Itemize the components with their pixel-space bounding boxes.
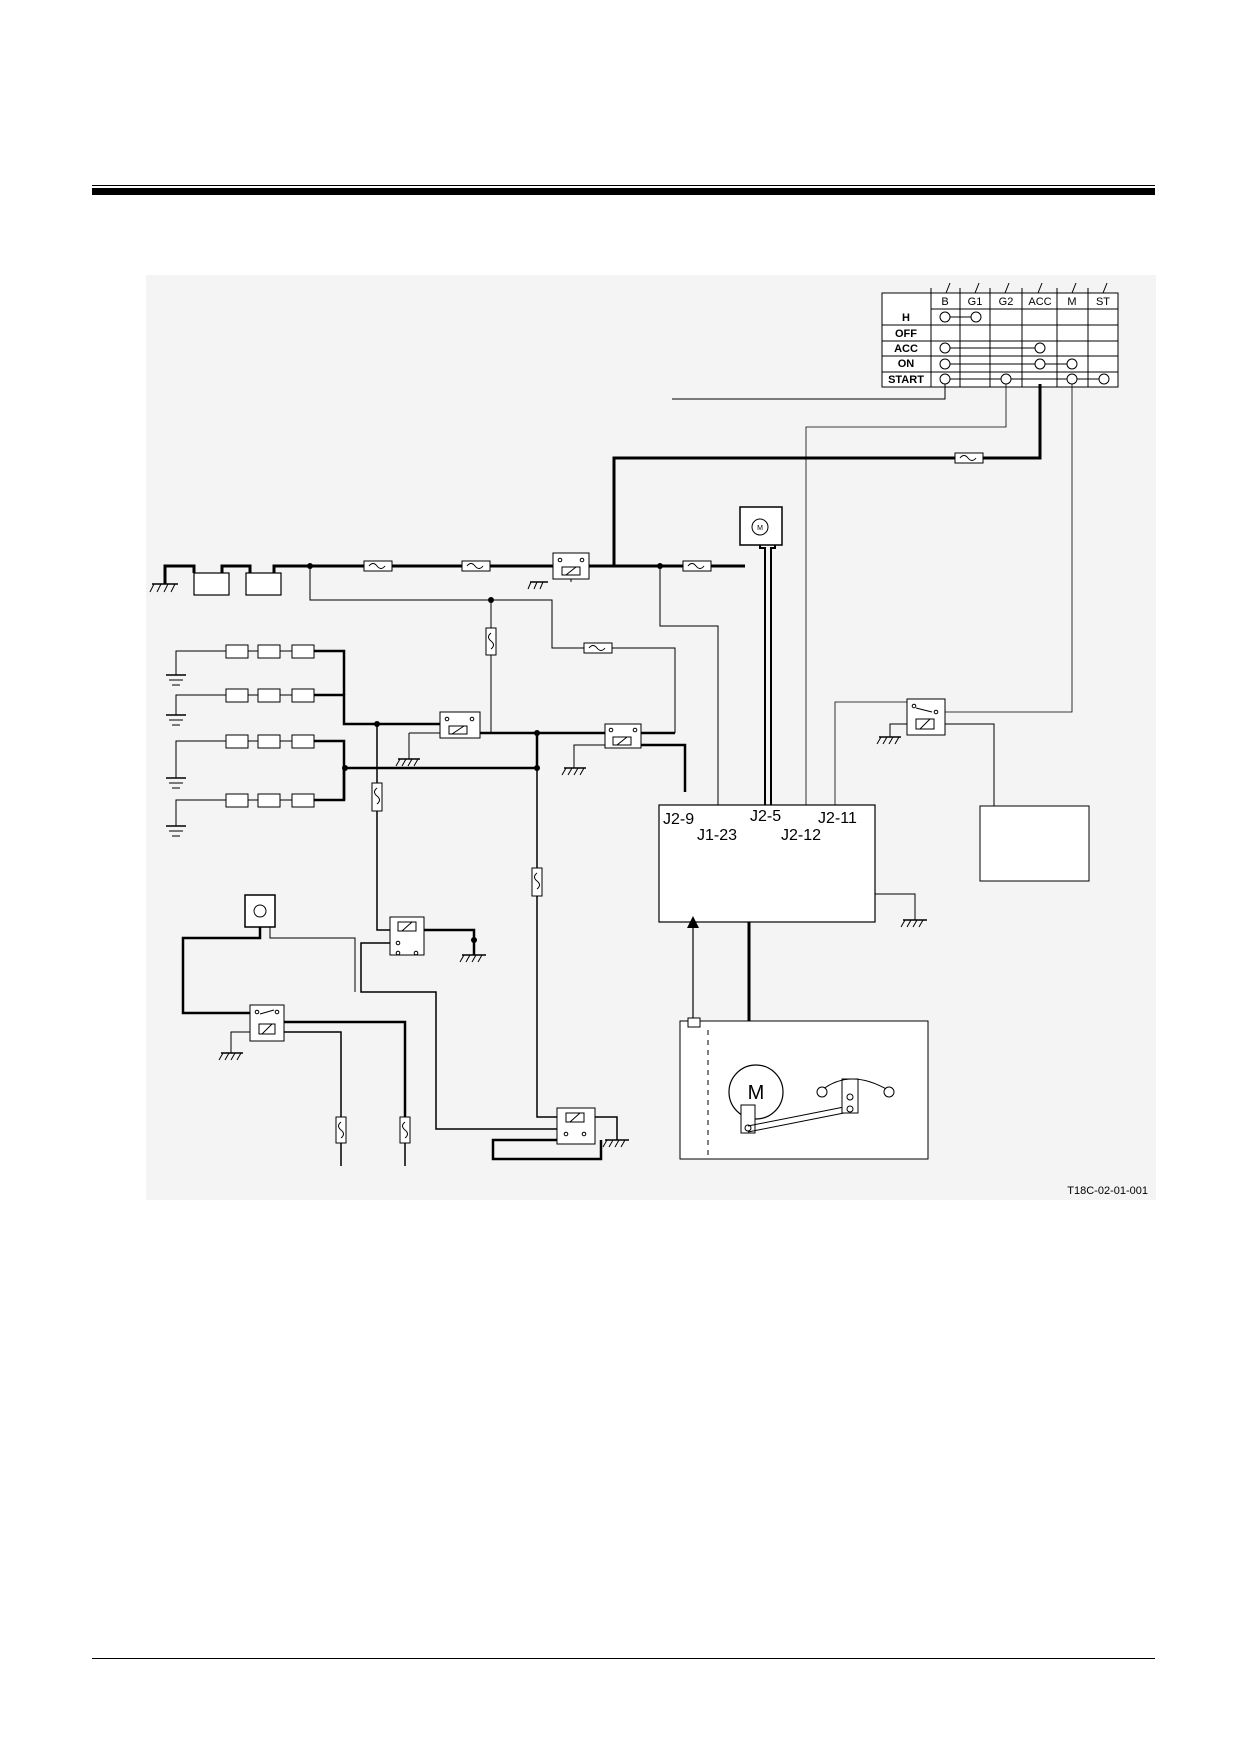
col-b: B	[941, 296, 948, 308]
footer-rule	[92, 1658, 1155, 1659]
pin-j2-12: J2-12	[781, 827, 821, 844]
switch-table-row-labels: H OFF ACC ON START	[888, 312, 924, 386]
col-g2: G2	[999, 296, 1014, 308]
row-on: ON	[898, 358, 915, 370]
lower-relay	[491, 1107, 629, 1161]
switch-table-column-labels: B G1 G2 ACC M ST	[941, 296, 1110, 308]
branch-fuses	[485, 627, 613, 656]
lower-left-circuit	[181, 894, 411, 1166]
battery-group	[149, 564, 310, 596]
branch-wires	[309, 545, 776, 805]
pin-j2-5: J2-5	[750, 808, 781, 825]
lamp-groups	[166, 644, 537, 837]
row-h: H	[902, 312, 910, 324]
work-light-relay	[360, 916, 557, 1130]
pin-j2-9: J2-9	[663, 811, 694, 828]
header-rule-thin	[92, 185, 1155, 186]
row-start: START	[888, 374, 924, 386]
switch-contacts	[939, 311, 1110, 385]
main-relay	[527, 552, 590, 590]
switch-output-wires	[612, 384, 1073, 805]
controller-pin-labels: J2-9 J2-5 J2-11 J1-23 J2-12	[663, 808, 857, 844]
light-relays	[395, 711, 687, 792]
col-g1: G1	[968, 296, 983, 308]
wiper-motor-assembly	[679, 916, 929, 1160]
vertical-feeds	[376, 724, 557, 1118]
pin-j2-11: J2-11	[818, 810, 857, 827]
main-bus-fuses	[363, 560, 712, 572]
key-switch-table	[881, 282, 1119, 388]
bus-junctions	[307, 563, 663, 943]
controller-box	[658, 804, 927, 928]
svg-text:M: M	[757, 525, 763, 532]
col-m: M	[1067, 296, 1076, 308]
header-rule	[92, 188, 1155, 195]
inline-fuse-acc	[954, 452, 984, 464]
vertical-fuses	[371, 782, 543, 897]
col-acc: ACC	[1028, 296, 1051, 308]
figure-ref: T18C-02-01-001	[1067, 1185, 1148, 1197]
horn-switch: M	[739, 506, 783, 546]
main-power-bus	[310, 563, 745, 568]
row-off: OFF	[895, 328, 917, 340]
col-st: ST	[1096, 296, 1110, 308]
motor-label: M	[748, 1082, 765, 1104]
right-relay-circuit	[834, 698, 1090, 882]
row-acc: ACC	[894, 343, 918, 355]
pin-j1-23: J1-23	[697, 827, 737, 844]
